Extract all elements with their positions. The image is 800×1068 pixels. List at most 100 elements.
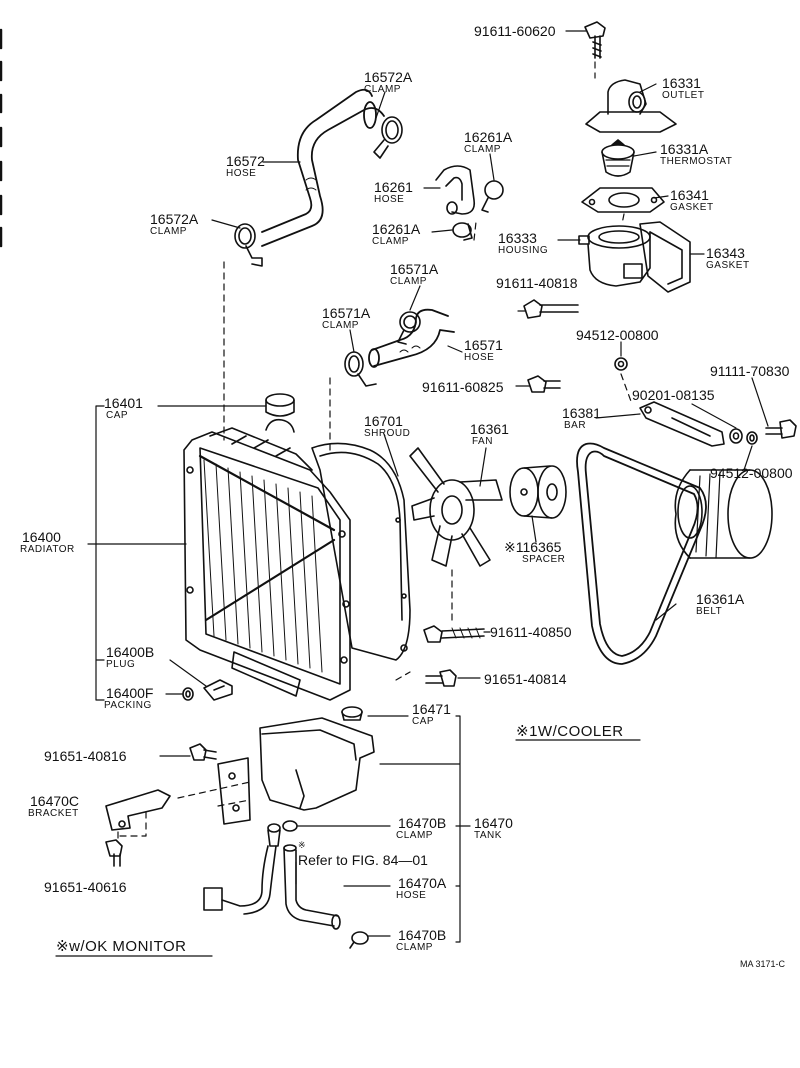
part-number-91651-40616: 91651-40616 xyxy=(44,879,127,895)
part-name-spacer: SPACER xyxy=(522,554,566,565)
clamp-16261A-lower xyxy=(452,222,473,241)
part-number-16470C: 16470C xyxy=(30,793,80,809)
part-name-bracket: BRACKET xyxy=(28,808,79,819)
part-name-clamp-16571A-lower: CLAMP xyxy=(322,320,359,331)
tank-cap xyxy=(341,706,363,721)
part-number-91611-60620: 91611-60620 xyxy=(474,23,556,39)
reserve-tank xyxy=(217,717,375,825)
part-name-packing: PACKING xyxy=(104,700,152,711)
clamp-16571A-upper xyxy=(397,311,421,345)
clamp-16470B-upper xyxy=(282,820,298,832)
part-name-tank-cap: CAP xyxy=(412,716,435,727)
clamp-16571A-lower xyxy=(344,351,377,387)
part-name-cap-16401: CAP xyxy=(106,410,129,421)
clamp-16572A-upper xyxy=(373,116,403,159)
part-number-16381: 16381 xyxy=(562,405,601,421)
housing-gasket xyxy=(639,221,691,293)
water-outlet xyxy=(585,79,677,133)
clamp-16470B-lower xyxy=(349,931,369,949)
part-number-16470A: 16470A xyxy=(398,875,447,891)
part-number-16333: 16333 xyxy=(498,230,537,246)
part-name-outlet: OUTLET xyxy=(662,90,705,101)
level-sensor xyxy=(203,823,281,915)
drain-packing xyxy=(182,687,194,701)
bolt-91651-40814 xyxy=(425,669,457,687)
part-number-16331A: 16331A xyxy=(660,141,709,157)
part-name-belt: BELT xyxy=(696,606,723,617)
part-number-16400B: 16400B xyxy=(106,644,155,660)
diagram-code: MA 3171-C xyxy=(740,959,786,969)
part-number-91611-60825: 91611-60825 xyxy=(422,379,504,395)
part-number-91651-40816: 91651-40816 xyxy=(44,748,127,764)
bolt-91111-70830 xyxy=(765,419,797,439)
part-number-16571: 16571 xyxy=(464,337,503,353)
cooling-fan xyxy=(409,447,503,567)
part-name-clamp-16261A-lower: CLAMP xyxy=(372,236,409,247)
part-number-16471: 16471 xyxy=(412,701,451,717)
radiator-cap xyxy=(265,393,295,433)
bolt-91611-40818 xyxy=(523,299,579,319)
part-name-plug: PLUG xyxy=(106,659,136,670)
part-number-16571A-upper: 16571A xyxy=(390,261,439,277)
bolt-91611-40850 xyxy=(423,625,485,643)
refer-mark: ※ xyxy=(298,840,306,850)
part-number-16401: 16401 xyxy=(104,395,143,411)
drain-plug xyxy=(203,679,233,701)
part-number-16341: 16341 xyxy=(670,187,709,203)
part-name-thermostat: THERMOSTAT xyxy=(660,156,733,167)
part-number-16470B-upper: 16470B xyxy=(398,815,447,831)
radiator-core xyxy=(183,427,351,701)
note-with-ok-monitor: ※w/OK MONITOR xyxy=(56,938,187,955)
fan-spacer xyxy=(509,465,567,519)
part-number-90201-08135: 90201-08135 xyxy=(632,387,715,403)
washer-90201-08135 xyxy=(729,428,743,444)
thermostat xyxy=(601,139,635,177)
lower-radiator-hose xyxy=(368,308,455,368)
part-name-hose-upper: HOSE xyxy=(226,168,257,179)
part-name-hose-16571: HOSE xyxy=(464,352,495,363)
part-number-91611-40850: 91611-40850 xyxy=(490,624,572,640)
washer-94512-00800-top xyxy=(614,357,628,371)
part-number-91651-40814: 91651-40814 xyxy=(484,671,567,687)
part-name-clamp-16261A-upper: CLAMP xyxy=(464,144,501,155)
part-name-clamp-upper: CLAMP xyxy=(364,84,401,95)
part-name-hose-16470A: HOSE xyxy=(396,890,427,901)
part-name-gasket-16341: GASKET xyxy=(670,202,714,213)
upper-radiator-hose xyxy=(261,88,385,247)
part-number-91611-40818: 91611-40818 xyxy=(496,275,578,291)
refer-note: Refer to FIG. 84—01 xyxy=(298,852,428,868)
part-number-16470B-lower: 16470B xyxy=(398,927,447,943)
part-name-clamp-16571A-upper: CLAMP xyxy=(390,276,427,287)
part-name-radiator: RADIATOR xyxy=(20,544,75,555)
clamp-16572A-lower xyxy=(234,223,263,267)
part-name-hose-16261: HOSE xyxy=(374,194,405,205)
part-name-clamp-16470B-lower: CLAMP xyxy=(396,942,433,953)
washer-94512-00800-right xyxy=(746,431,758,445)
part-number-16400F: 16400F xyxy=(106,685,154,701)
part-number-94512-00800-top: 94512-00800 xyxy=(576,327,659,343)
part-number-16572: 16572 xyxy=(226,153,265,169)
clamp-16261A-upper xyxy=(481,180,504,213)
part-number-94512-00800-right: 94512-00800 xyxy=(710,465,793,481)
part-number-16365: ※116365 xyxy=(504,539,562,555)
part-name-tank: TANK xyxy=(474,830,502,841)
part-number-16571A-lower: 16571A xyxy=(322,305,371,321)
part-number-16331: 16331 xyxy=(662,75,701,91)
part-number-16261A-upper: 16261A xyxy=(464,129,513,145)
leader-lines xyxy=(55,30,769,957)
part-name-fan: FAN xyxy=(472,436,493,447)
part-number-16361: 16361 xyxy=(470,421,509,437)
thermostat-housing xyxy=(578,225,651,287)
thermostat-gasket xyxy=(581,187,665,213)
tank-overflow-hose xyxy=(283,844,341,930)
bolt-91611-60620 xyxy=(584,21,606,59)
part-name-shroud: SHROUD xyxy=(364,428,411,439)
part-number-16261A-lower: 16261A xyxy=(372,221,421,237)
part-name-clamp-lower: CLAMP xyxy=(150,226,187,237)
bolt-91651-40616 xyxy=(105,839,123,867)
part-name-clamp-16470B-upper: CLAMP xyxy=(396,830,433,841)
part-number-16470: 16470 xyxy=(474,815,513,831)
adjusting-bar xyxy=(639,401,725,447)
